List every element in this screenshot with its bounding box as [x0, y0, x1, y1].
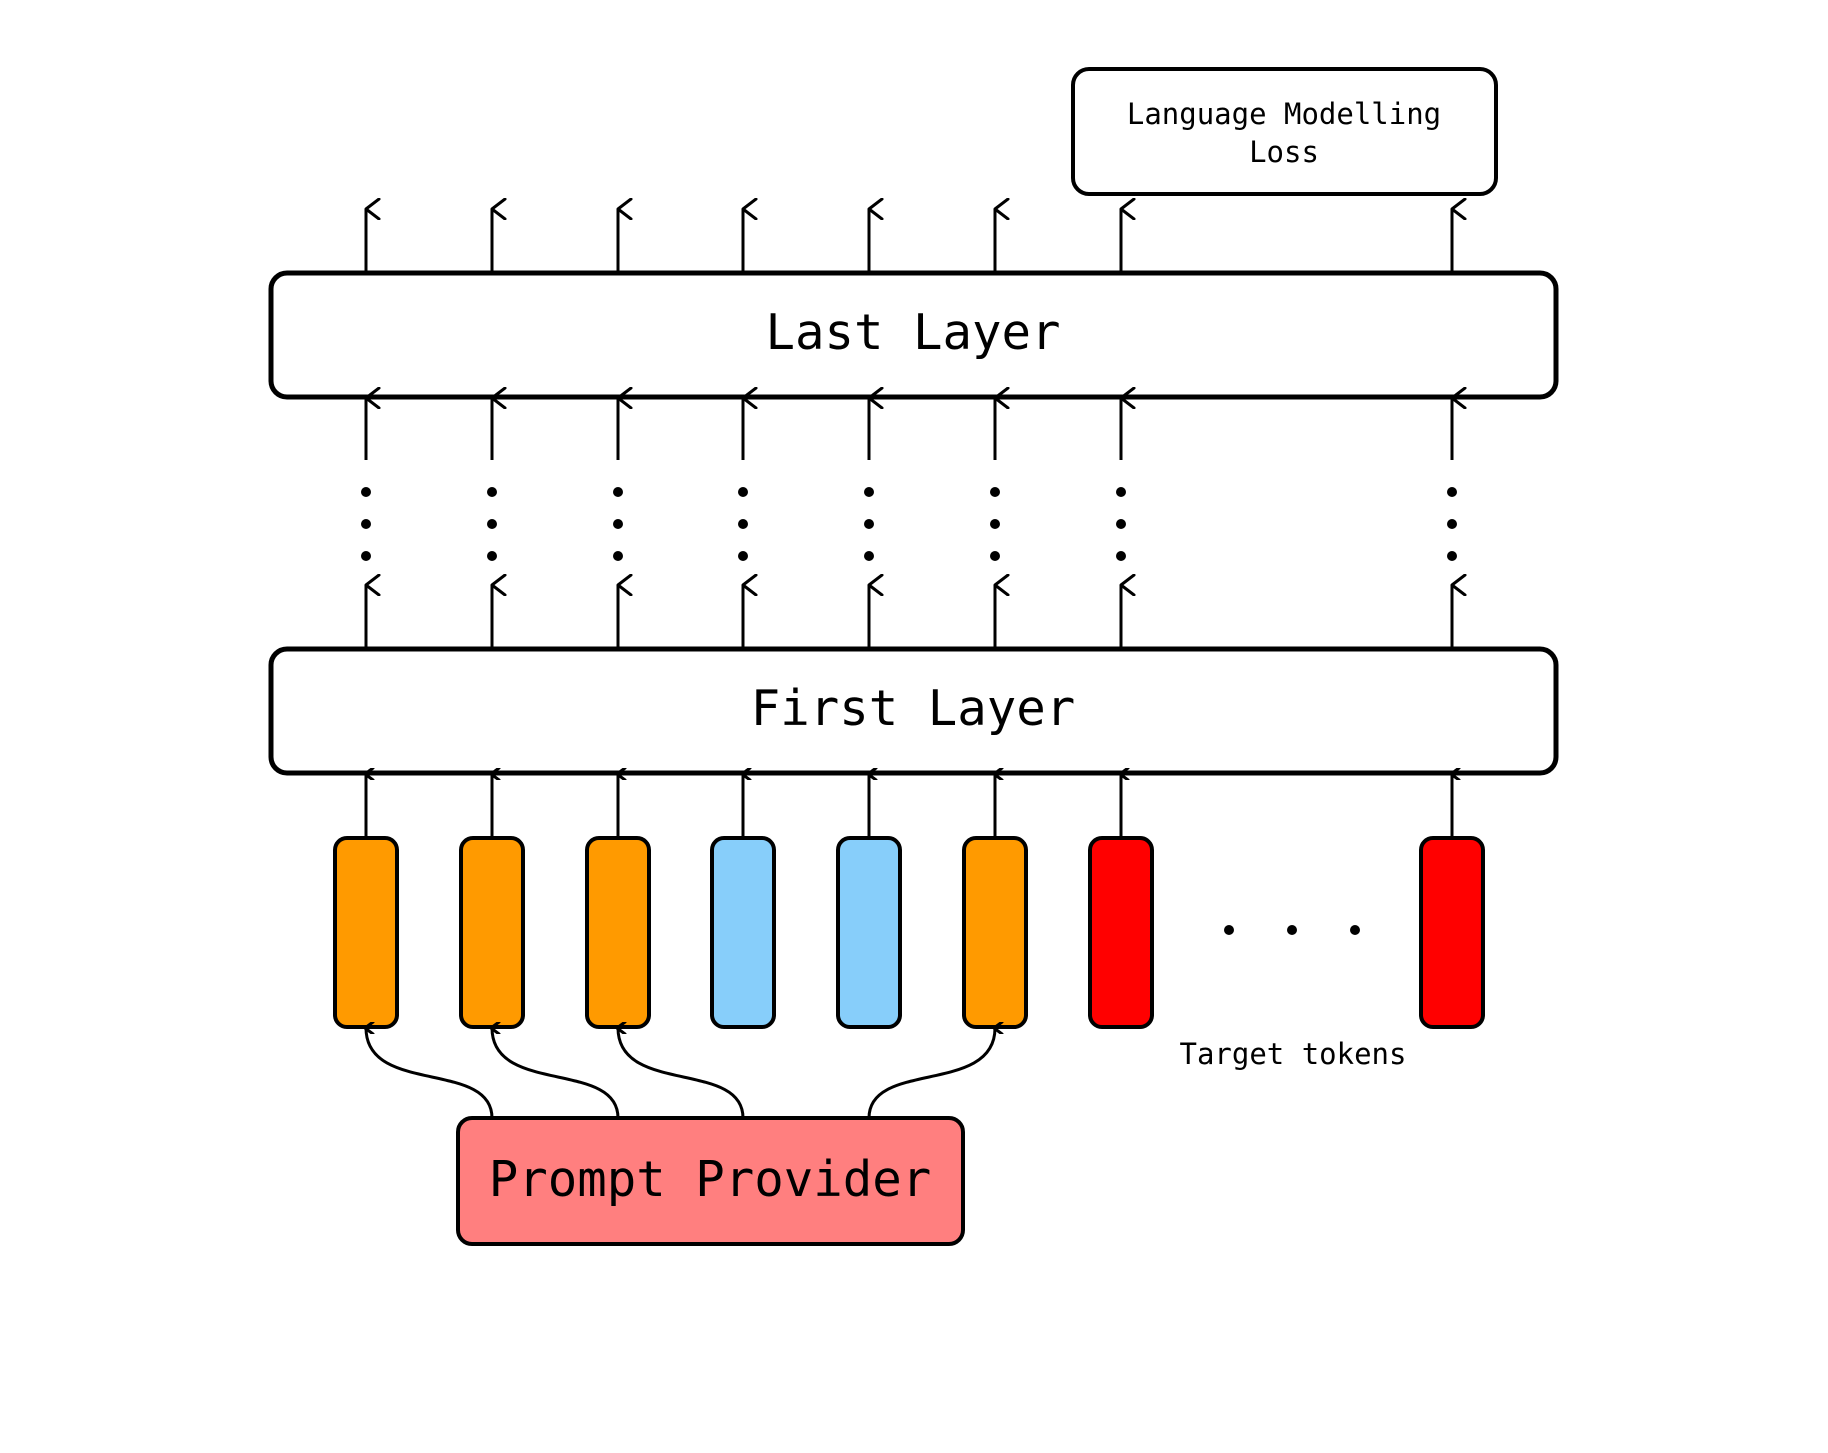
prompt-provider-arrow — [366, 1028, 494, 1119]
token-embeddings — [333, 836, 1485, 1029]
vertical-ellipsis-dot — [738, 487, 748, 497]
first-layer-box: First Layer — [268, 646, 1559, 776]
vertical-ellipsis-dot — [613, 519, 623, 529]
token-ellipsis — [1224, 925, 1360, 935]
prompt-provider-label: Prompt Provider — [489, 1151, 932, 1208]
vertical-ellipsis-dot — [1116, 551, 1126, 561]
prompt-token — [962, 836, 1028, 1029]
vertical-ellipsis-dot — [361, 487, 371, 497]
vertical-ellipsis-dot — [487, 551, 497, 561]
vertical-ellipsis-dot — [1447, 519, 1457, 529]
token-columns — [361, 209, 1457, 838]
target-token — [1419, 836, 1485, 1029]
prompt-provider-arrow — [867, 1028, 995, 1119]
last-layer-label: Last Layer — [765, 304, 1060, 361]
prompt-provider-box: Prompt Provider — [456, 1116, 965, 1246]
vertical-ellipsis-dot — [864, 487, 874, 497]
vertical-ellipsis-dot — [864, 519, 874, 529]
target-token — [1088, 836, 1154, 1029]
vertical-ellipsis-dot — [1116, 519, 1126, 529]
prompt-connections — [366, 1028, 995, 1119]
vertical-ellipsis-dot — [487, 519, 497, 529]
vertical-ellipsis-dot — [613, 551, 623, 561]
prompt-token — [333, 836, 399, 1029]
prompt-token — [585, 836, 651, 1029]
vertical-ellipsis-dot — [864, 551, 874, 561]
vertical-ellipsis-dot — [738, 519, 748, 529]
vertical-ellipsis-dot — [487, 487, 497, 497]
vertical-ellipsis-dot — [990, 487, 1000, 497]
target-tokens-label: Target tokens — [1180, 1037, 1407, 1071]
vertical-ellipsis-dot — [1116, 487, 1126, 497]
loss-box: Language Modelling Loss — [1071, 67, 1498, 196]
vertical-ellipsis-dot — [990, 551, 1000, 561]
prompt-provider-arrow — [618, 1028, 745, 1119]
first-layer-label: First Layer — [751, 680, 1076, 737]
prompt-token — [459, 836, 525, 1029]
last-layer-box: Last Layer — [268, 270, 1559, 400]
prompt-provider-arrow — [492, 1028, 620, 1119]
vertical-ellipsis-dot — [613, 487, 623, 497]
vertical-ellipsis-dot — [1447, 487, 1457, 497]
vertical-ellipsis-dot — [738, 551, 748, 561]
input-token — [710, 836, 776, 1029]
loss-label-line-1: Language Modelling — [1127, 97, 1441, 131]
vertical-ellipsis-dot — [990, 519, 1000, 529]
loss-label-line-2: Loss — [1249, 135, 1319, 169]
vertical-ellipsis-dot — [1447, 551, 1457, 561]
input-token — [836, 836, 902, 1029]
vertical-ellipsis-dot — [361, 519, 371, 529]
vertical-ellipsis-dot — [361, 551, 371, 561]
